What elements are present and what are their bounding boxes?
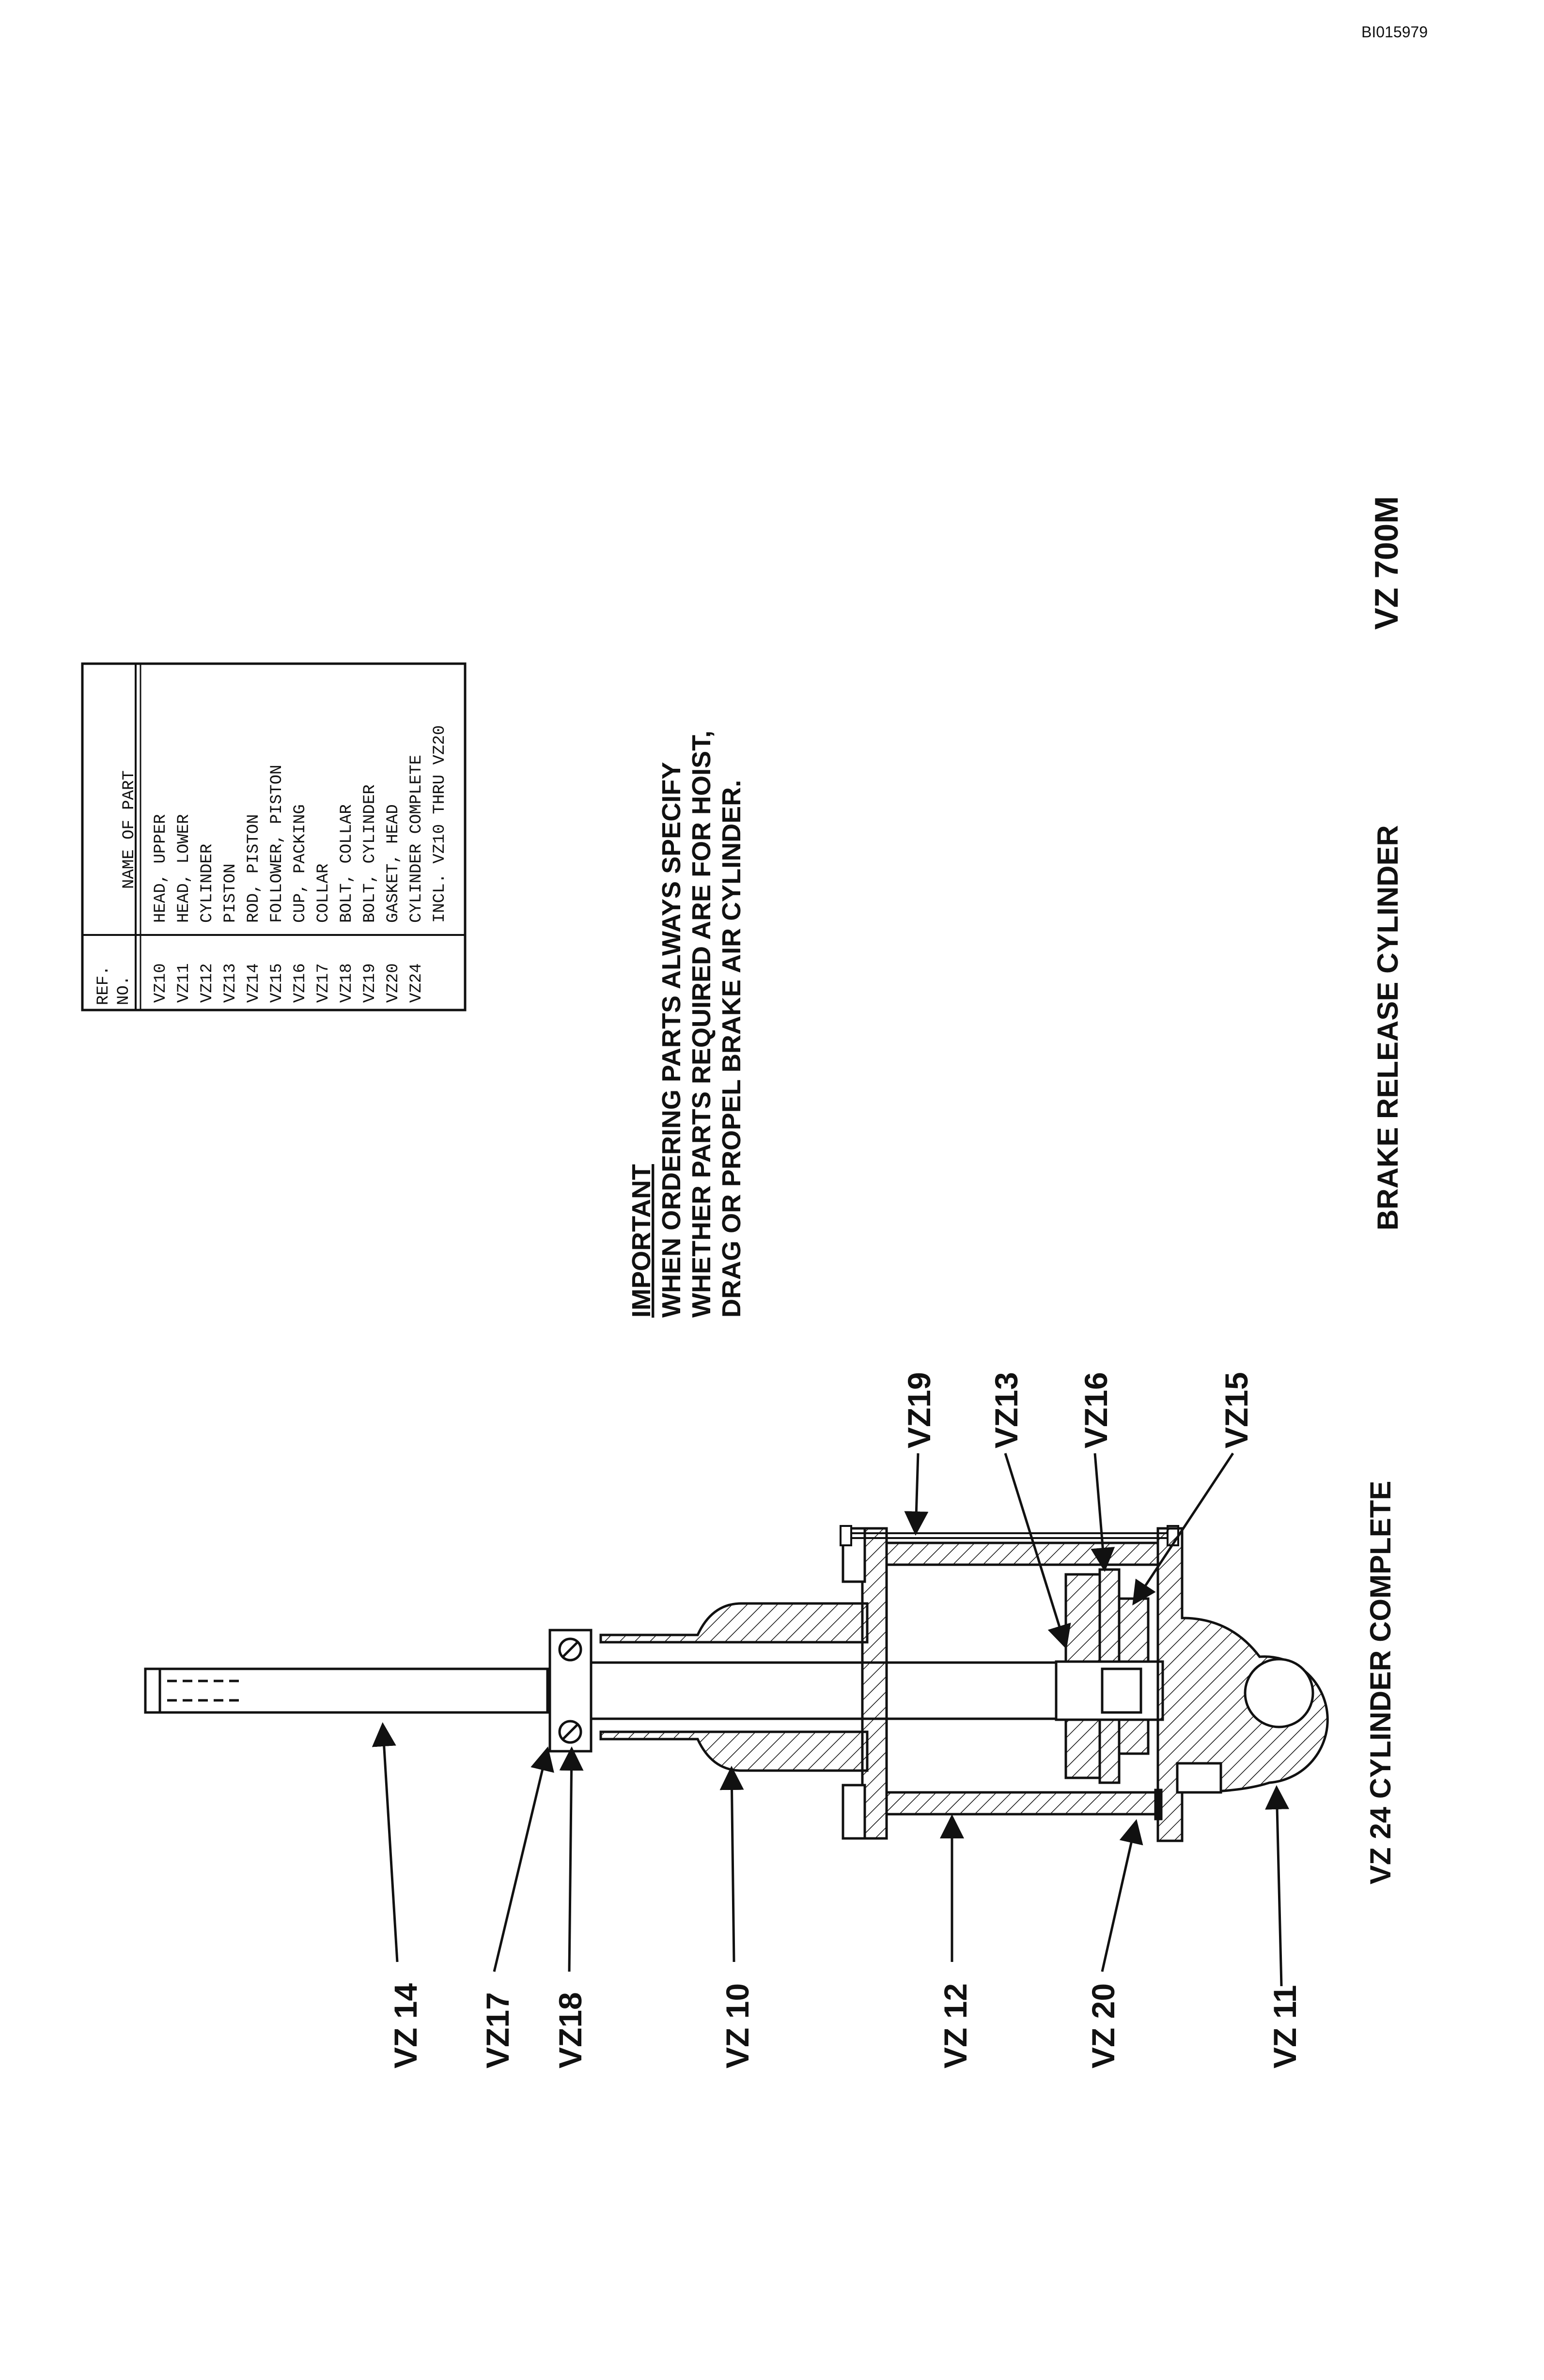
parts-table: REF. NO. NAME OF PART VZ10 HEAD, UPPER VZ1… xyxy=(81,662,467,1011)
callout-vz16: VZ16 xyxy=(1078,1372,1114,1448)
table-row-ref: VZ20 xyxy=(384,963,403,1003)
table-row-ref: VZ19 xyxy=(361,963,379,1003)
callout-vz19: VZ19 xyxy=(901,1372,937,1448)
table-row-name: FOLLOWER, PISTON xyxy=(268,765,286,923)
important-heading: IMPORTANT xyxy=(627,1164,656,1318)
table-row-ref: VZ12 xyxy=(198,963,217,1003)
piston-rod xyxy=(144,1661,1058,1720)
callout-vz11: VZ 11 xyxy=(1267,1985,1303,2069)
table-row-ref: VZ15 xyxy=(268,963,286,1003)
important-note: IMPORTANT WHEN ORDERING PARTS ALWAYS SPE… xyxy=(627,731,746,1318)
table-note-line: INCL. VZ10 THRU VZ20 xyxy=(431,725,449,923)
callout-vz12: VZ 12 xyxy=(937,1983,973,2069)
lower-head xyxy=(1156,1527,1329,1842)
table-header-ref-1: REF. xyxy=(94,965,113,1005)
table-row-name: CYLINDER COMPLETE xyxy=(407,755,426,923)
model-number: VZ 700M xyxy=(1368,496,1405,630)
table-row-name: CUP, PACKING xyxy=(291,804,310,923)
table-header-name: NAME OF PART xyxy=(120,770,139,889)
important-line-2: WHETHER PARTS REQUIRED ARE FOR HOIST, xyxy=(687,731,716,1318)
table-row-name: HEAD, UPPER xyxy=(152,814,170,923)
document-id: BI015979 xyxy=(1361,23,1428,41)
drawing-caption: VZ 24 CYLINDER COMPLETE xyxy=(1364,1481,1397,1884)
leader-lines xyxy=(372,1452,1290,1987)
table-row-name: PISTON xyxy=(221,864,240,923)
callout-labels: VZ 14 VZ17 VZ18 VZ 10 VZ 12 VZ 20 VZ 11 … xyxy=(388,1372,1303,2069)
callout-vz10: VZ 10 xyxy=(719,1983,755,2069)
table-row-ref: VZ13 xyxy=(221,963,240,1003)
table-row-ref: VZ24 xyxy=(407,963,426,1003)
table-row-name: ROD, PISTON xyxy=(245,814,263,923)
callout-vz15: VZ15 xyxy=(1218,1372,1254,1448)
callout-vz14: VZ 14 xyxy=(388,1983,423,2069)
table-row-ref: VZ16 xyxy=(291,963,310,1003)
table-row-name: CYLINDER xyxy=(198,844,217,923)
callout-vz20: VZ 20 xyxy=(1085,1983,1121,2069)
table-row-ref: VZ14 xyxy=(245,963,263,1003)
table-row-name: COLLAR xyxy=(314,864,333,923)
table-row-name: GASKET, HEAD xyxy=(384,804,403,923)
cylinder-assembly xyxy=(144,1525,1329,1842)
piston-assembly xyxy=(1055,1568,1164,1784)
table-header-ref-2: NO. xyxy=(115,976,133,1005)
important-line-1: WHEN ORDERING PARTS ALWAYS SPECIFY xyxy=(657,762,686,1318)
drawing-title: BRAKE RELEASE CYLINDER xyxy=(1372,825,1404,1230)
table-row-name: HEAD, LOWER xyxy=(175,814,193,923)
collar xyxy=(548,1629,593,1753)
upper-head xyxy=(599,1527,888,1840)
table-row-ref: VZ11 xyxy=(175,963,193,1003)
parts-table-border xyxy=(81,662,467,1011)
callout-vz13: VZ13 xyxy=(988,1372,1024,1448)
callout-vz17: VZ17 xyxy=(480,1992,515,2069)
callout-vz18: VZ18 xyxy=(552,1992,588,2069)
table-row-ref: VZ18 xyxy=(338,963,356,1003)
table-row-ref: VZ10 xyxy=(152,963,170,1003)
table-row-ref: VZ17 xyxy=(314,963,333,1003)
table-row-name: BOLT, CYLINDER xyxy=(361,784,379,923)
important-line-3: DRAG OR PROPEL BRAKE AIR CYLINDER. xyxy=(717,780,746,1318)
head-gasket xyxy=(1154,1789,1163,1820)
table-row-name: BOLT, COLLAR xyxy=(338,804,356,923)
